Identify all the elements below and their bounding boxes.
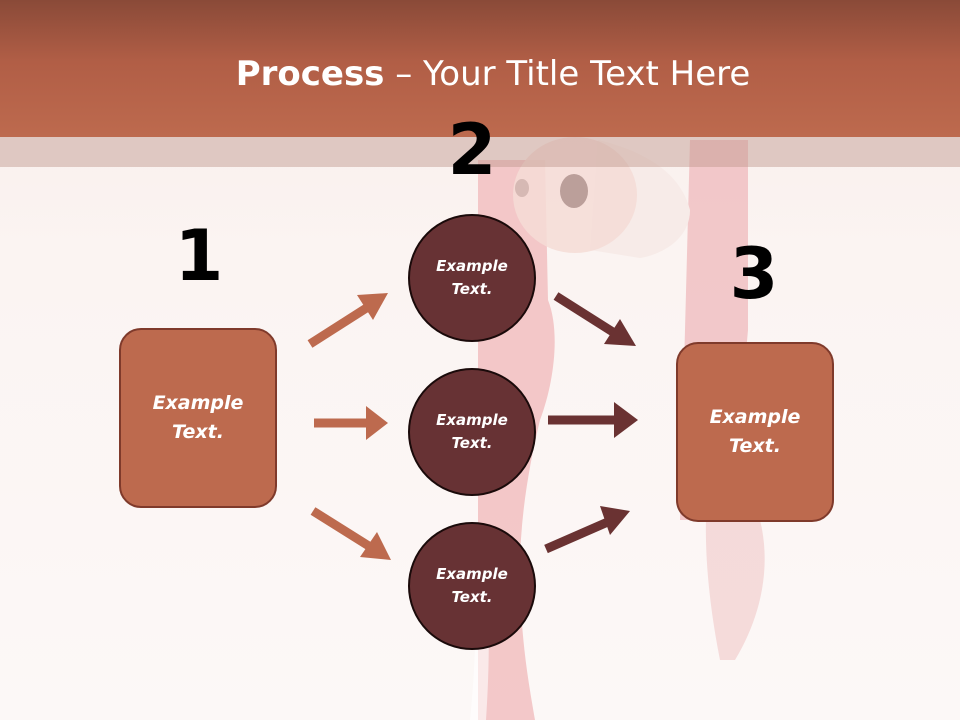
arrow-to-circle-bottom	[310, 507, 391, 560]
step-number-2: 2	[447, 109, 497, 191]
circle-node-top: Example Text.	[408, 214, 536, 342]
arrow-from-circle-bottom	[544, 506, 630, 554]
arrow-to-circle-middle	[314, 406, 388, 440]
arrow-to-circle-top	[307, 293, 388, 348]
child-eye-shape	[560, 174, 588, 208]
circle-node-middle: Example Text.	[408, 368, 536, 496]
title-band	[0, 0, 960, 137]
left-process-box: Example Text.	[119, 328, 277, 508]
right-process-box: Example Text.	[676, 342, 834, 522]
hat-pompom-shape	[705, 520, 765, 660]
arrow-from-circle-top	[553, 292, 636, 346]
arrow-from-circle-middle	[548, 402, 638, 438]
step-number-1: 1	[174, 215, 224, 297]
title-rest: – Your Title Text Here	[384, 54, 751, 94]
title-strip	[0, 137, 960, 167]
circle-node-bottom: Example Text.	[408, 522, 536, 650]
step-number-3: 3	[729, 233, 779, 315]
title-bold: Process	[235, 54, 385, 94]
slide-title: Process – Your Title Text Here	[0, 52, 960, 96]
child-nose-shape	[515, 179, 529, 197]
